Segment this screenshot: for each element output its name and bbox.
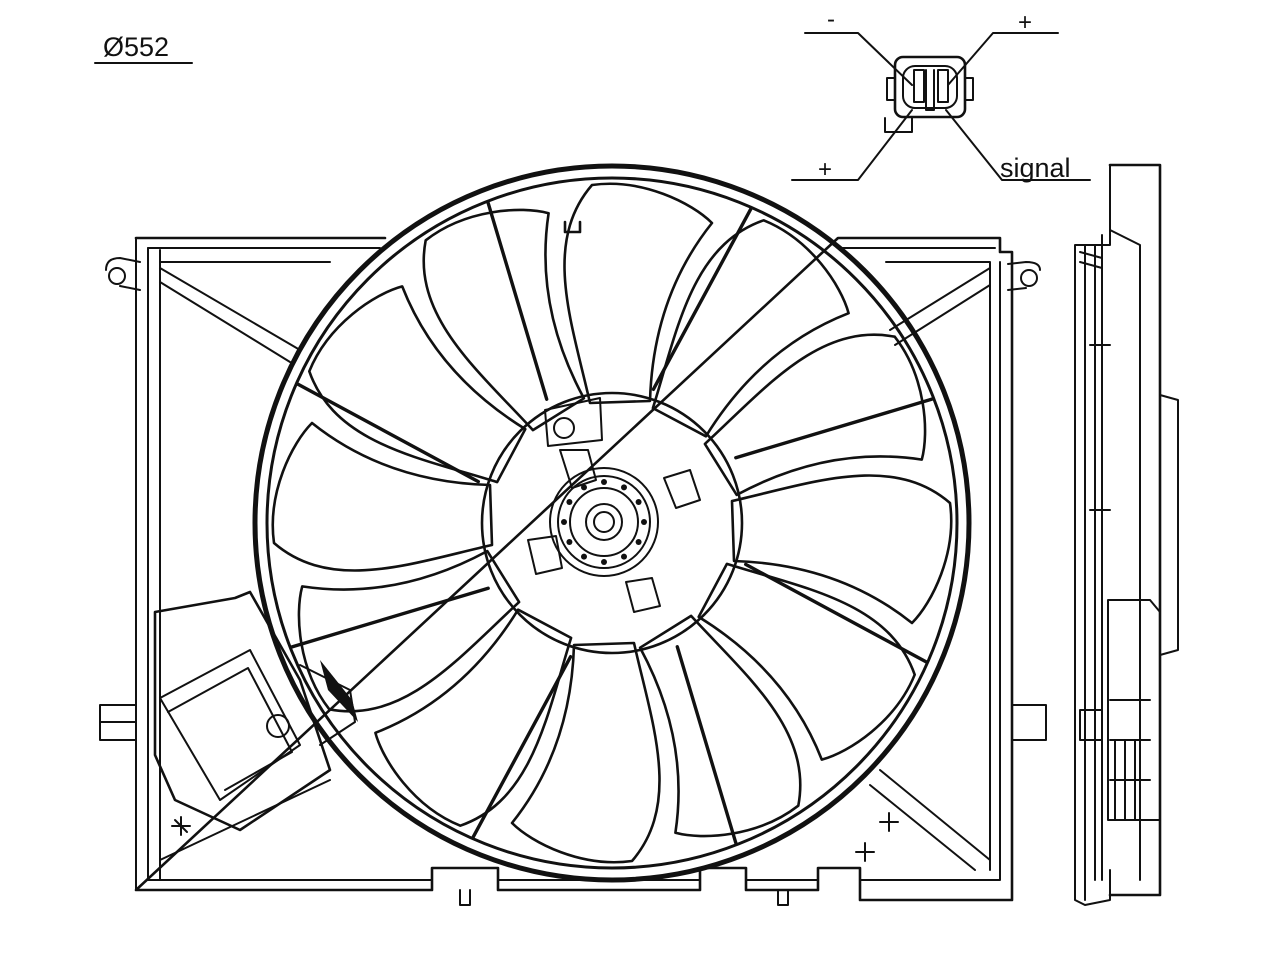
shroud-spoke bbox=[675, 645, 738, 846]
side-view bbox=[1074, 163, 1179, 906]
pin-minus-label: - bbox=[827, 6, 835, 33]
hub-bolt-dot bbox=[621, 484, 627, 491]
hub-bolt-dot bbox=[566, 499, 573, 505]
fan-blade bbox=[422, 208, 586, 432]
shroud-spoke bbox=[471, 655, 573, 840]
fan-hub bbox=[480, 391, 744, 655]
shroud-spoke bbox=[734, 397, 935, 460]
hub-bolt-dot bbox=[601, 559, 607, 565]
fan-blade bbox=[510, 641, 661, 864]
fan-ring bbox=[252, 163, 972, 883]
hub-bolt-dot bbox=[641, 519, 647, 525]
fan-blade bbox=[703, 333, 927, 497]
shroud-spoke bbox=[289, 586, 490, 649]
pin-signal-label: signal bbox=[1000, 153, 1071, 183]
fan-blades bbox=[271, 182, 953, 864]
fan-blade bbox=[308, 285, 527, 484]
shroud-spoke bbox=[486, 200, 549, 401]
hub-bolt-dot bbox=[566, 539, 573, 545]
fan-blade bbox=[271, 421, 494, 572]
hub-bolt-dot bbox=[581, 553, 587, 560]
fan-blade bbox=[651, 219, 850, 438]
fan-blade bbox=[730, 474, 953, 625]
diameter-label: Ø552 bbox=[103, 32, 169, 62]
hub-bolt-dot bbox=[621, 553, 627, 560]
connector-detail bbox=[791, 32, 1091, 181]
fan-blade bbox=[374, 608, 573, 827]
pin-plus-bottom-label: + bbox=[818, 156, 832, 183]
fan-blade bbox=[563, 182, 714, 405]
shroud-frame bbox=[99, 220, 1047, 906]
hub-bolt-dot bbox=[581, 484, 587, 491]
pin-plus-top-label: + bbox=[1018, 9, 1032, 36]
hub-bolt-dot bbox=[635, 499, 642, 505]
hub-bolt-dot bbox=[635, 539, 642, 545]
fan-blade bbox=[638, 614, 802, 838]
hub-bolt-dot bbox=[601, 479, 607, 485]
shroud-spoke bbox=[295, 382, 480, 484]
shroud-spoke bbox=[651, 206, 753, 391]
shroud-spoke bbox=[744, 562, 929, 664]
hub-bolt-dot bbox=[561, 519, 567, 525]
fan-blade bbox=[297, 549, 521, 713]
fan-blade bbox=[697, 562, 916, 761]
resistor-housing bbox=[153, 590, 358, 832]
